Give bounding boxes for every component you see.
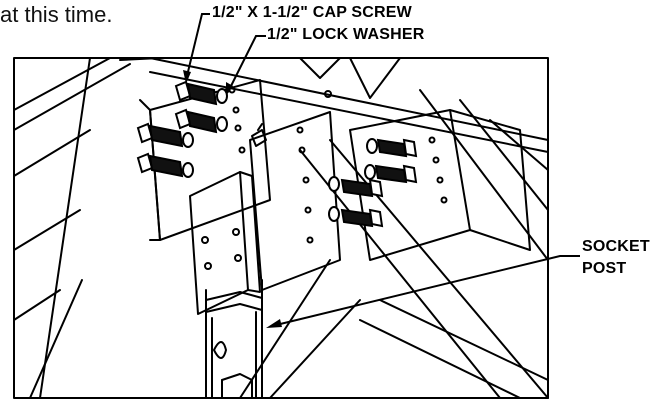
socket-post-label-line2: POST — [582, 260, 627, 277]
socket-post — [189, 171, 263, 399]
lock-washers-right — [328, 138, 378, 222]
socket-post-label: SOCKET POST — [582, 236, 650, 280]
leader-lines — [185, 13, 580, 327]
socket-post-label-line1: SOCKET — [582, 238, 650, 255]
cap-screw-label: 1/2" X 1-1/2" CAP SCREW — [212, 4, 412, 21]
intro-text: at this time. — [0, 2, 113, 27]
lock-washers-left — [182, 88, 228, 178]
top-cross-member — [149, 57, 549, 153]
leader-arrowheads — [183, 70, 282, 328]
frame-rails — [13, 57, 549, 399]
center-plate — [249, 111, 341, 291]
lock-washer-label: 1/2" LOCK WASHER — [267, 26, 425, 43]
frame-border — [13, 57, 549, 399]
lock-washer-leader — [227, 35, 266, 93]
cap-screw-leader — [185, 13, 210, 81]
socket-post-leader — [271, 255, 580, 327]
cap-screws-right — [340, 138, 418, 228]
grease-fitting — [251, 123, 267, 147]
cap-screws-left — [136, 80, 218, 178]
